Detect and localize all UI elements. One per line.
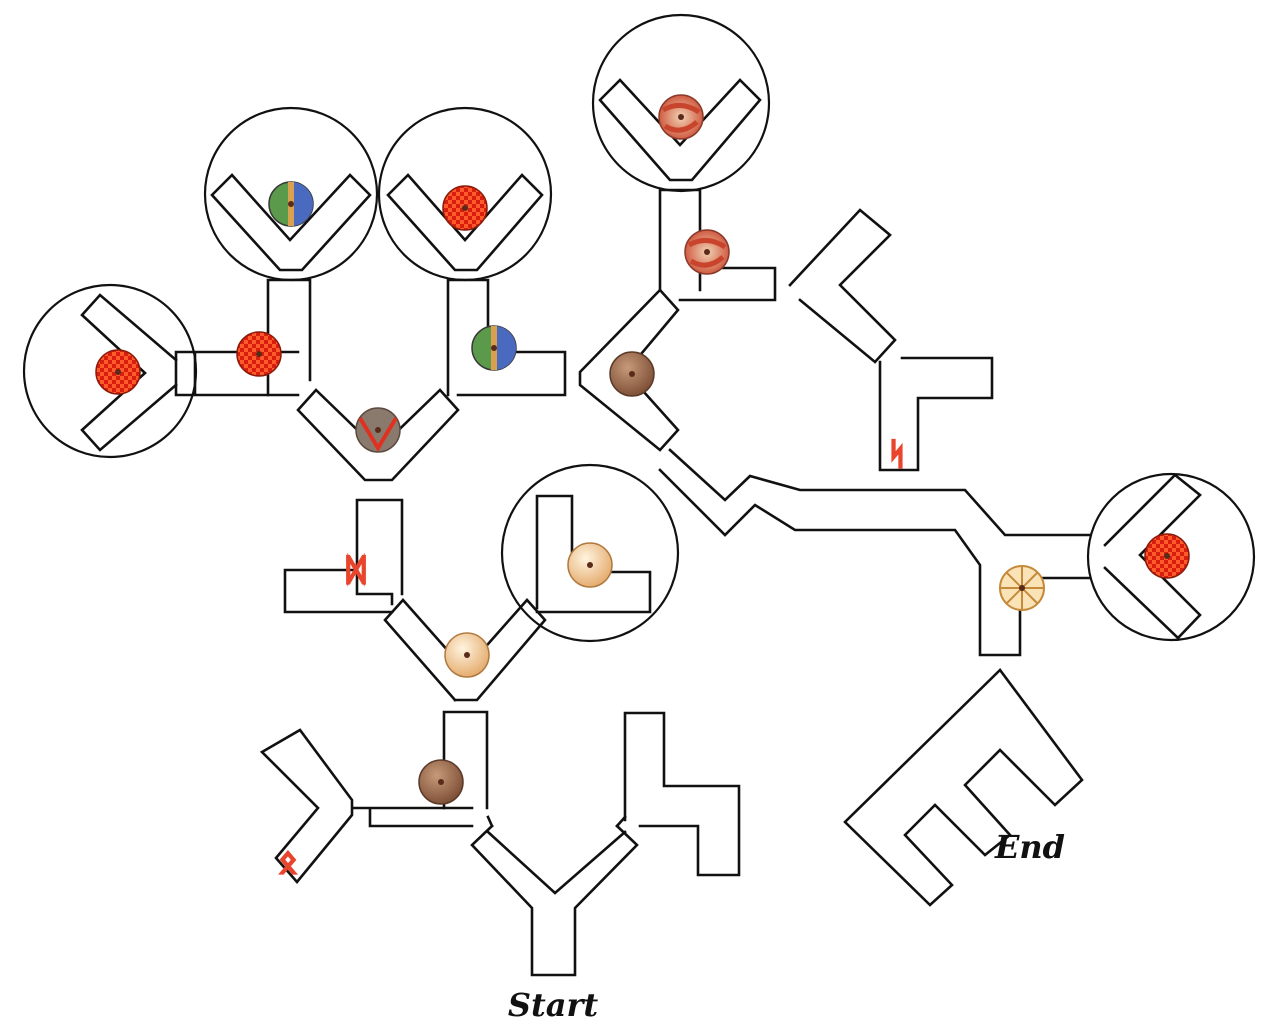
shield-end-corridor[interactable] [999,565,1045,611]
zigzag-corridor [658,448,1092,657]
top-left-room-inner [210,173,372,272]
shield-middle-corridor[interactable] [471,325,517,371]
rune-dagaz[interactable]: ᛞ [346,552,366,589]
right-l-room [623,711,741,877]
shield-left-corridor[interactable] [236,331,282,377]
rune-sowilo[interactable]: ᛋ [887,436,907,473]
central-junction [578,288,680,452]
chevron-junction [296,388,460,482]
left-branch [259,728,474,885]
top-right-room-inner [598,78,762,182]
shield-far-left-room[interactable] [95,349,141,395]
start-stem [470,824,639,977]
shield-central-junction[interactable] [609,351,655,397]
shield-top-left-room[interactable] [268,181,314,227]
shield-chevron-junction[interactable] [355,407,401,453]
rune-othala[interactable]: ᛟ [278,844,298,881]
room-far-right [1086,472,1256,642]
room-circles [22,13,1256,643]
runes: ᛋ ᛞ ᛟ [278,436,907,881]
start-label: Start [508,986,598,1024]
shield-far-right-room[interactable] [1144,533,1190,579]
far-right-room-inner [1103,473,1202,640]
end-label: End [994,828,1065,866]
top-middle-room-inner [386,173,544,272]
shield-top-right-corridor[interactable] [684,229,730,275]
room-lower-right [500,463,680,643]
shield-top-right-room[interactable] [658,94,704,140]
shield-start-corridor[interactable] [418,759,464,805]
dagaz-room [283,498,404,614]
corridor-walls [80,78,1202,977]
sowilo-branch [788,208,994,472]
far-left-room-inner [80,293,178,452]
shield-lower-right-room[interactable] [567,542,613,588]
corridor-top-middle [446,278,567,397]
lower-junction-v [383,598,547,702]
start-y-inner [486,815,627,895]
end-room [843,668,1084,907]
shields [95,94,1190,805]
shield-lower-junction[interactable] [444,632,490,678]
shield-top-middle-room[interactable] [442,185,488,231]
